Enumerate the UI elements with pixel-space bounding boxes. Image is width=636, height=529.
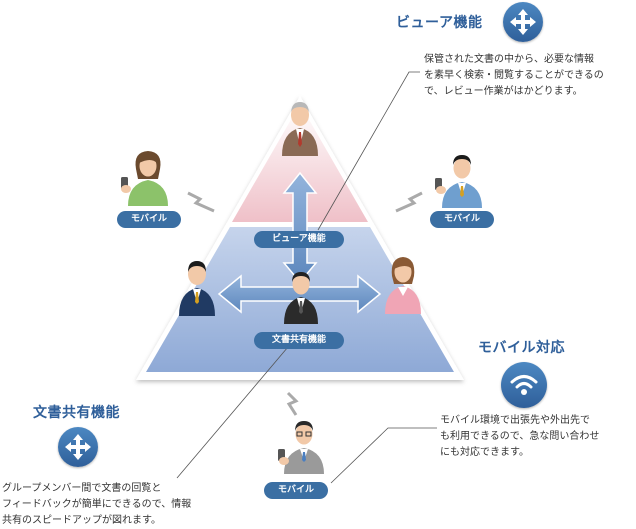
sharing-feature-description: グループメンバー間で文書の回覧と フィードバックが簡単にできるので、情報 共有の… <box>2 483 192 526</box>
wifi-icon <box>510 375 538 395</box>
connector-mobile <box>330 427 437 484</box>
viewer-feature-badge <box>503 2 543 42</box>
move-arrows-icon <box>510 9 536 35</box>
person-mobile-woman <box>121 151 168 206</box>
signal-zigzag-bottom <box>286 391 299 416</box>
person-top-man <box>282 102 318 156</box>
pyramid-label-sharing: 文書共有機能 <box>254 332 344 349</box>
person-mobile-man-right <box>435 155 482 208</box>
mobile-feature-description: モバイル環境で出張先や外出先で も利用できるので、急な問い合わせ にも対応できま… <box>440 415 600 458</box>
move-arrows-icon <box>65 434 91 460</box>
sharing-feature-title: 文書共有機能 <box>33 405 120 421</box>
mobile-label-bottom: モバイル <box>264 482 328 499</box>
connector-sharing <box>176 346 289 479</box>
signal-zigzag-left <box>187 191 215 213</box>
viewer-feature-title: ビューア機能 <box>396 15 483 31</box>
mobile-feature-badge <box>501 362 547 408</box>
person-left-man <box>179 261 215 316</box>
mobile-label-right: モバイル <box>430 211 494 228</box>
signal-zigzag-right <box>395 191 423 213</box>
person-right-woman <box>385 257 421 314</box>
pyramid-top-section <box>232 104 368 222</box>
pyramid-label-viewer: ビューア機能 <box>254 231 344 248</box>
person-center-man <box>284 272 318 324</box>
viewer-feature-description: 保管された文書の中から、必要な情報 を素早く検索・閲覧することができるの で、レ… <box>424 54 604 97</box>
mobile-feature-title: モバイル対応 <box>478 340 565 356</box>
mobile-label-left: モバイル <box>117 211 181 228</box>
sharing-feature-badge <box>58 427 98 467</box>
connector-viewer <box>317 71 420 231</box>
person-mobile-man-bottom <box>278 421 324 474</box>
